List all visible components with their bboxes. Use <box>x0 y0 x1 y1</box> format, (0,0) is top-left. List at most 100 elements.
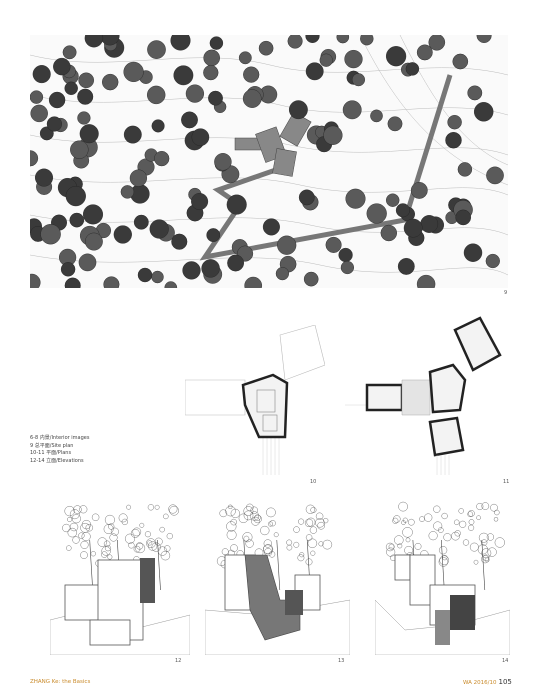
site-plan-drawing <box>30 35 508 288</box>
tree-mark <box>129 169 147 187</box>
canopy-mark <box>71 514 81 524</box>
tree-mark <box>40 223 61 245</box>
canopy-mark <box>433 505 441 513</box>
tree-mark <box>170 35 191 51</box>
tree-mark <box>191 192 209 210</box>
tree-mark <box>344 50 363 69</box>
canopy-mark <box>97 537 107 547</box>
canopy-mark <box>72 536 80 544</box>
tree-mark <box>226 194 247 215</box>
tree-mark <box>30 273 41 288</box>
canopy-mark <box>132 527 142 537</box>
tree-mark <box>420 215 439 233</box>
elevation-13-figure: 13 <box>205 500 350 664</box>
canopy-mark <box>230 508 240 519</box>
tree-mark <box>171 233 188 250</box>
tree-mark <box>457 162 473 177</box>
canopy-mark <box>109 533 118 542</box>
tree-mark <box>452 53 469 70</box>
tree-mark <box>395 203 410 218</box>
canopy-mark <box>458 508 464 514</box>
tree-mark <box>164 281 178 288</box>
tree-mark <box>455 209 472 226</box>
canopy-mark <box>392 517 399 524</box>
canopy-mark <box>433 521 443 531</box>
canopy-mark <box>481 539 488 546</box>
canopy-mark <box>318 541 324 547</box>
canopy-mark <box>91 513 100 521</box>
tree-mark <box>60 262 76 277</box>
canopy-mark <box>163 545 171 552</box>
figure-number-13: 13 <box>338 658 345 664</box>
canopy-mark <box>67 517 73 523</box>
canopy-mark <box>405 537 411 543</box>
canopy-mark <box>393 515 401 523</box>
canopy-mark <box>459 520 467 528</box>
canopy-mark <box>81 520 92 530</box>
tree-mark <box>123 125 142 144</box>
canopy-mark <box>101 551 108 558</box>
canopy-mark <box>104 514 115 525</box>
canopy-mark <box>451 531 460 541</box>
tree-mark <box>64 81 78 95</box>
tree-mark <box>467 85 483 101</box>
tree-mark <box>262 218 280 236</box>
tree-mark <box>137 267 153 283</box>
tree-mark <box>340 260 355 275</box>
canopy-mark <box>266 507 276 518</box>
canopy-mark <box>476 503 484 510</box>
canopy-mark <box>169 505 179 516</box>
canopy-mark <box>67 527 77 538</box>
canopy-mark <box>128 542 135 549</box>
canopy-mark <box>147 541 158 551</box>
tree-mark <box>275 267 290 281</box>
canopy-mark <box>388 543 395 550</box>
tree-mark <box>277 235 297 255</box>
canopy-mark <box>310 506 317 513</box>
canopy-mark <box>443 533 452 542</box>
canopy-mark <box>251 516 260 526</box>
canopy-mark <box>146 538 156 549</box>
canopy-mark <box>305 558 313 566</box>
canopy-mark <box>317 521 325 530</box>
canopy-mark <box>226 521 237 532</box>
canopy-mark <box>80 540 89 549</box>
tree-mark <box>336 35 350 44</box>
canopy-mark <box>238 513 249 523</box>
site-plan-figure: 9 <box>30 35 508 296</box>
elevation-12-drawing <box>50 504 190 655</box>
tree-mark <box>244 276 262 288</box>
canopy-mark <box>402 527 413 538</box>
tree-mark <box>83 204 104 225</box>
tree-mark <box>113 225 132 244</box>
canopy-mark <box>394 535 404 545</box>
tree-mark <box>208 90 223 106</box>
tree-mark <box>352 73 366 87</box>
trunk-mark <box>481 539 486 591</box>
tree-mark <box>323 125 343 145</box>
caption-line: 6-8 内景/Interior images <box>30 435 90 441</box>
canopy-mark <box>221 548 229 556</box>
canopy-mark <box>397 543 403 549</box>
canopy-mark <box>428 531 438 541</box>
canopy-mark <box>306 517 316 527</box>
tree-mark <box>65 186 86 207</box>
tree-mark <box>209 36 224 50</box>
canopy-mark <box>163 513 169 520</box>
tree-mark <box>287 35 303 49</box>
tree-mark <box>447 114 462 130</box>
canopy-mark <box>305 504 316 514</box>
tree-mark <box>185 84 204 103</box>
canopy-mark <box>468 510 475 517</box>
tree-mark <box>416 44 433 61</box>
tree-mark <box>133 214 149 230</box>
tree-mark <box>173 65 194 86</box>
canopy-mark <box>462 539 470 546</box>
canopy-mark <box>90 551 96 557</box>
canopy-mark <box>73 505 82 514</box>
tree-mark <box>85 232 103 251</box>
canopy-mark <box>438 557 449 567</box>
canopy-mark <box>439 555 449 566</box>
tree-mark <box>288 100 308 120</box>
